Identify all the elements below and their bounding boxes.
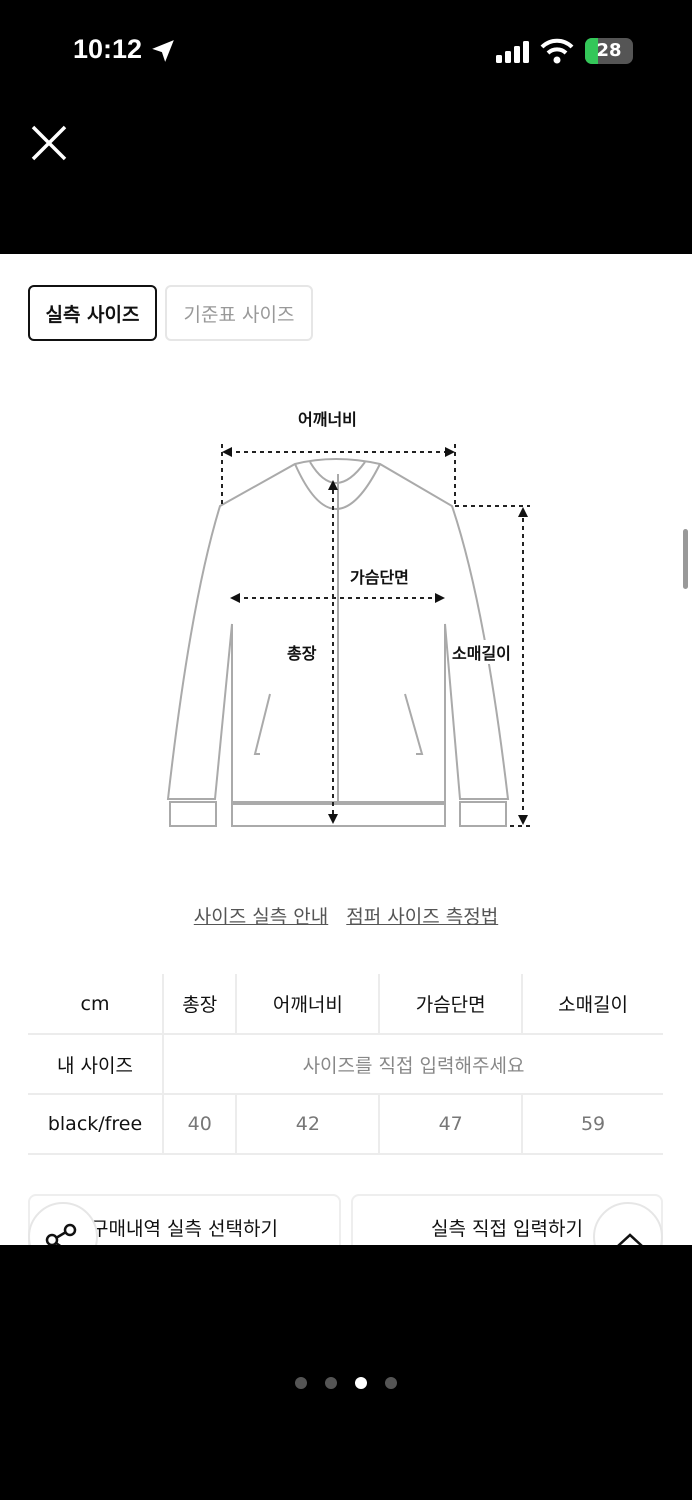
page-dot[interactable] bbox=[385, 1377, 397, 1389]
scrollbar[interactable] bbox=[683, 529, 688, 589]
header-shoulder: 어깨너비 bbox=[235, 974, 380, 1035]
jacket-diagram: 어깨너비 가슴단면 총장 소매길이 bbox=[150, 394, 550, 844]
size-guide-link[interactable]: 사이즈 실측 안내 bbox=[193, 906, 329, 928]
header-sleeve: 소매길이 bbox=[521, 974, 663, 1035]
cell-sleeve: 59 bbox=[521, 1094, 663, 1155]
jumper-measure-link[interactable]: 점퍼 사이즈 측정법 bbox=[346, 906, 499, 928]
page-dot[interactable] bbox=[295, 1377, 307, 1389]
cell-shoulder: 42 bbox=[235, 1094, 380, 1155]
table-header-row: cm 총장 어깨너비 가슴단면 소매길이 bbox=[28, 974, 663, 1035]
page-dot[interactable] bbox=[325, 1377, 337, 1389]
table-row: black/free 40 42 47 59 bbox=[28, 1094, 663, 1155]
header-unit: cm bbox=[28, 974, 163, 1035]
select-from-history-label: 구매내역 실측 선택하기 bbox=[91, 1218, 278, 1240]
tab-standard-size[interactable]: 기준표 사이즈 bbox=[165, 285, 313, 341]
label-chest: 가슴단면 bbox=[350, 564, 409, 588]
close-icon[interactable] bbox=[30, 124, 68, 162]
jacket-illustration bbox=[166, 444, 530, 827]
battery-indicator: 28 bbox=[585, 38, 633, 64]
page-indicator bbox=[0, 1377, 692, 1389]
page-dot-active[interactable] bbox=[355, 1377, 367, 1389]
cell-chest: 47 bbox=[378, 1094, 523, 1155]
row-name: black/free bbox=[28, 1094, 163, 1155]
my-size-row: 내 사이즈 사이즈를 직접 입력해주세요 bbox=[28, 1034, 663, 1095]
header-chest: 가슴단면 bbox=[378, 974, 523, 1035]
location-arrow-icon bbox=[152, 40, 174, 62]
select-from-history-button[interactable]: 구매내역 실측 선택하기 bbox=[28, 1194, 341, 1245]
label-sleeve: 소매길이 bbox=[452, 640, 511, 664]
chevron-up-icon bbox=[617, 1233, 643, 1245]
size-sheet: 실측 사이즈 기준표 사이즈 bbox=[0, 254, 692, 1245]
cell-length: 40 bbox=[161, 1094, 237, 1155]
size-table: cm 총장 어깨너비 가슴단면 소매길이 내 사이즈 사이즈를 직접 입력해주세… bbox=[28, 974, 663, 1155]
tab-measured-size[interactable]: 실측 사이즈 bbox=[28, 285, 157, 341]
cellular-signal-icon bbox=[496, 41, 529, 63]
my-size-input[interactable]: 사이즈를 직접 입력해주세요 bbox=[162, 1034, 663, 1095]
clock: 10:12 bbox=[73, 34, 143, 64]
wifi-icon bbox=[540, 38, 574, 64]
direct-input-button[interactable]: 실측 직접 입력하기 bbox=[351, 1194, 663, 1245]
status-bar: 10:12 28 bbox=[0, 0, 692, 100]
share-icon bbox=[45, 1223, 77, 1245]
label-length: 총장 bbox=[287, 640, 317, 664]
my-size-label: 내 사이즈 bbox=[28, 1034, 163, 1095]
label-shoulder: 어깨너비 bbox=[298, 406, 357, 430]
direct-input-label: 실측 직접 입력하기 bbox=[431, 1218, 583, 1240]
header-length: 총장 bbox=[161, 974, 237, 1035]
